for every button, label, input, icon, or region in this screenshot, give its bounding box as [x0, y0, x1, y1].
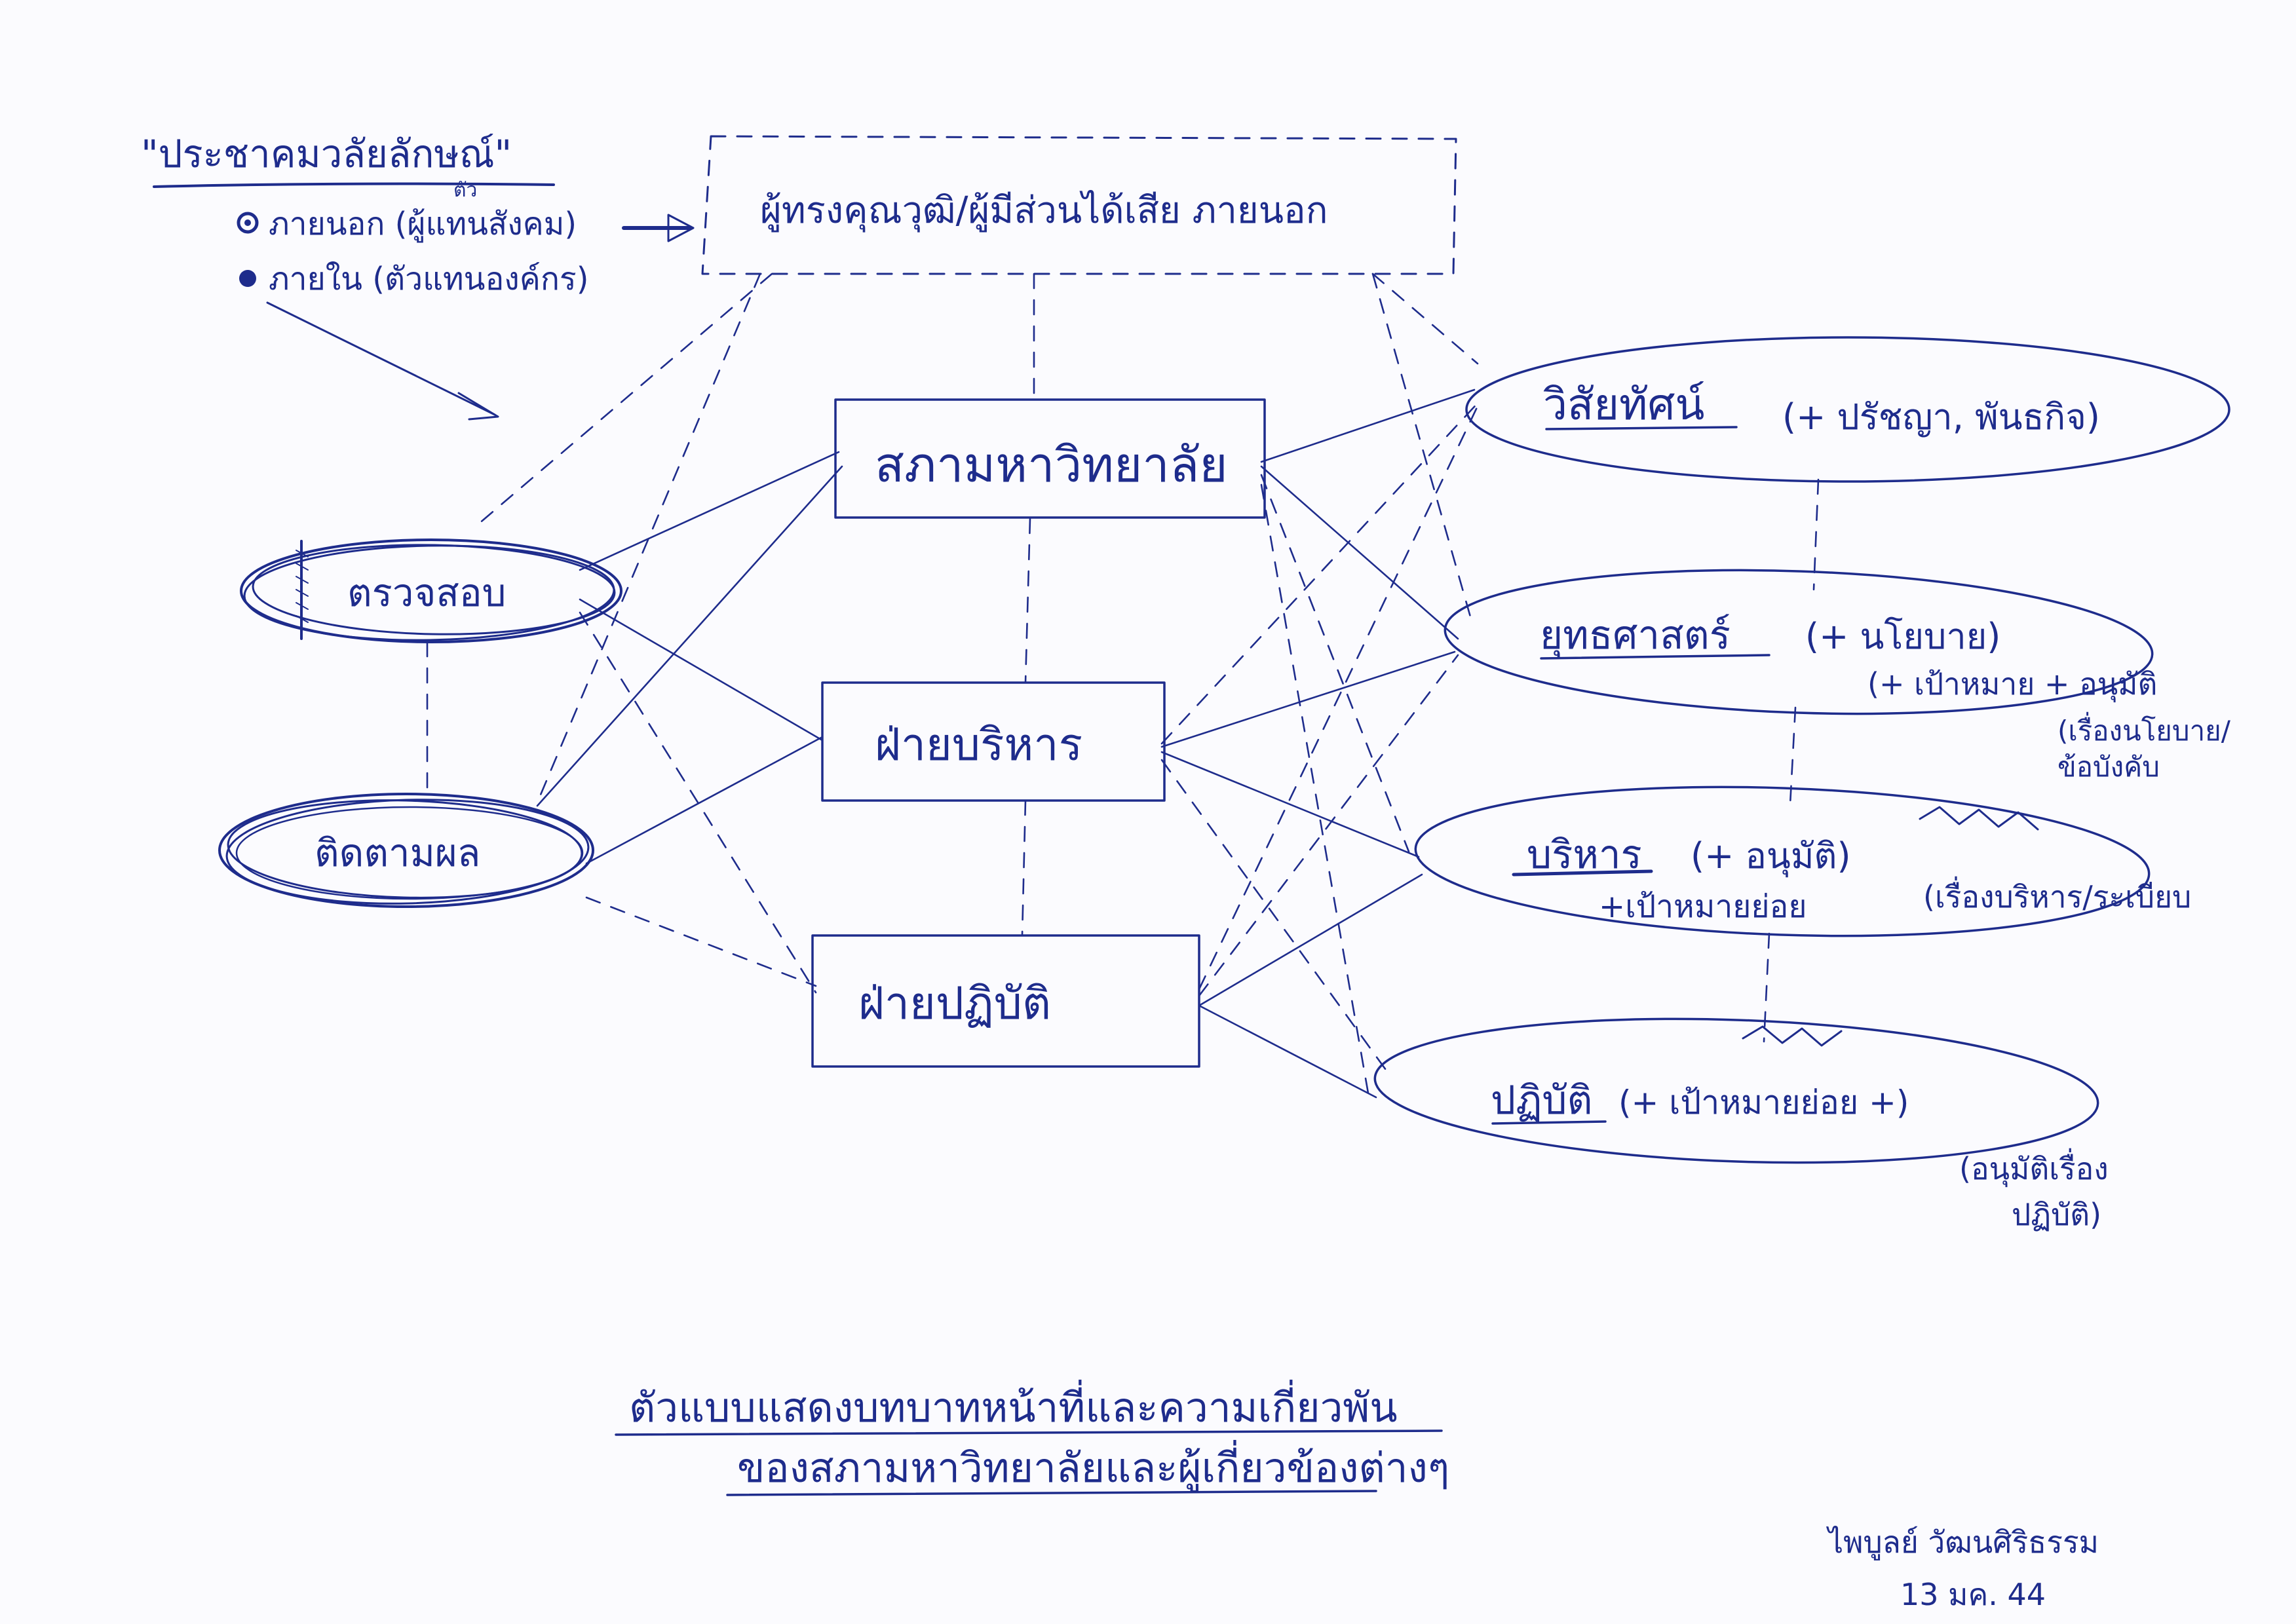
caption-line-1: ตัวแบบแสดงบทบาทหน้าที่และความเกี่ยวพัน	[629, 1380, 1398, 1431]
right-node-strategy: ยุทธศาสตร์ (+ นโยบาย) (+ เป้าหมาย + อนุม…	[1444, 569, 2231, 783]
vision-title: วิสัยทัศน์	[1543, 379, 1705, 430]
management-extra-1: +เป้าหมายย่อย	[1599, 888, 1807, 925]
practice-detail: (+ เป้าหมายย่อย +)	[1618, 1084, 1909, 1122]
strategy-detail: (+ นโยบาย)	[1805, 616, 2000, 657]
management-extra-2: (เรื่องบริหาร/ระเบียบ	[1923, 876, 2191, 915]
right-node-vision: วิสัยทัศน์ (+ ปรัชญา, พันธกิจ)	[1465, 336, 2230, 483]
left-node-audit: ตรวจสอบ	[240, 538, 622, 643]
council-label: สภามหาวิทยาลัย	[875, 437, 1228, 493]
connectors	[426, 273, 1820, 1102]
operations-label: ฝ่ายปฏิบัติ	[858, 978, 1051, 1030]
caption-line-2: ของสภามหาวิทยาลัยและผู้เกี่ยวข้องต่างๆ	[737, 1440, 1449, 1492]
caption: ตัวแบบแสดงบทบาทหน้าที่และความเกี่ยวพัน ข…	[615, 1380, 1449, 1496]
legend-title: "ประชาคมวลัยลักษณ์"	[141, 132, 512, 176]
strategy-extra-1: (+ เป้าหมาย + อนุมัติ	[1867, 666, 2157, 703]
management-detail: (+ อนุมัติ)	[1691, 835, 1851, 878]
audit-label: ตรวจสอบ	[347, 571, 506, 615]
stakeholders-label: ผู้ทรงคุณวุฒิ/ผู้มีส่วนได้เสีย ภายนอก	[760, 189, 1328, 233]
correction-text: ตัว	[453, 179, 477, 202]
evaluation-label: ติดตามผล	[315, 831, 480, 875]
signature: ไพบูลย์ วัฒนศิริธรรม 13 มค. 44	[1826, 1524, 2099, 1612]
right-node-management: บริหาร (+ อนุมัติ) +เป้าหมายย่อย (เรื่อง…	[1414, 785, 2191, 937]
strategy-extra-3: ข้อบังคับ	[2057, 751, 2160, 783]
bullet-internal	[239, 270, 256, 287]
legend-title-underline	[153, 182, 555, 188]
signature-name: ไพบูลย์ วัฒนศิริธรรม	[1826, 1524, 2099, 1560]
left-node-evaluation: ติดตามผล	[218, 793, 594, 908]
practice-title: ปฏิบัติ	[1491, 1078, 1592, 1124]
strategy-title: ยุทธศาสตร์	[1540, 613, 1731, 659]
practice-extra-2: ปฏิบัติ)	[2012, 1197, 2101, 1232]
center-node-council: สภามหาวิทยาลัย	[834, 398, 1266, 519]
management-title: บริหาร	[1527, 832, 1642, 878]
vision-detail: (+ ปรัชญา, พันธกิจ)	[1782, 396, 2100, 438]
executive-label: ฝ่ายบริหาร	[875, 719, 1082, 771]
signature-date: 13 มค. 44	[1900, 1577, 2046, 1612]
right-node-practice: ปฏิบัติ (+ เป้าหมายย่อย +) (อนุมัติเรื่อ…	[1373, 1017, 2109, 1232]
legend-item-internal: ภายใน (ตัวแทนองค์กร)	[269, 261, 588, 297]
strategy-extra-2: (เรื่องนโยบาย/	[2057, 712, 2231, 747]
legend-item-external: ภายนอก (ผู้แทนสังคม)	[269, 206, 577, 243]
legend: "ประชาคมวลัยลักษณ์" ตัว ภายนอก (ผู้แทนสั…	[141, 132, 695, 421]
practice-extra-1: (อนุมัติเรื่อง	[1959, 1148, 2109, 1188]
arrow-to-internal	[266, 301, 496, 416]
stakeholders-box: ผู้ทรงคุณวุฒิ/ผู้มีส่วนได้เสีย ภายนอก	[701, 135, 1457, 275]
center-node-executive: ฝ่ายบริหาร	[821, 681, 1166, 802]
bullet-external	[237, 212, 259, 234]
center-node-operations: ฝ่ายปฏิบัติ	[811, 934, 1200, 1068]
